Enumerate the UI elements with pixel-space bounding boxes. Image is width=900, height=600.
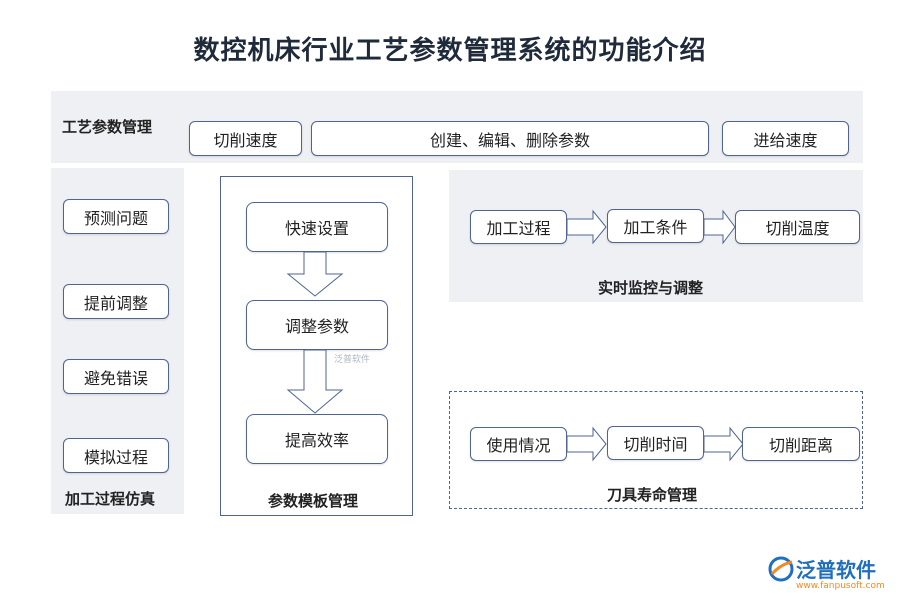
- right-arrow-4: [703, 426, 744, 462]
- sim-predict-problems: 预测问题: [63, 199, 169, 234]
- right-arrow-2: [703, 209, 736, 245]
- monitor-step-temperature: 切削温度: [735, 210, 860, 244]
- watermark-text: 泛普软件: [334, 355, 371, 365]
- sim-simulate-process: 模拟过程: [63, 438, 169, 473]
- template-step-quick-setup: 快速设置: [246, 202, 388, 252]
- brand-logo-name: 泛普软件: [796, 558, 876, 582]
- param-create-edit-delete: 创建、编辑、删除参数: [311, 121, 709, 156]
- monitoring-label: 实时监控与调整: [598, 279, 704, 297]
- monitor-step-process: 加工过程: [470, 210, 567, 244]
- template-step-improve-efficiency: 提高效率: [246, 414, 388, 464]
- right-arrow-1: [566, 209, 607, 245]
- page-title: 数控机床行业工艺参数管理系统的功能介绍: [193, 36, 707, 66]
- template-label: 参数模板管理: [268, 492, 359, 510]
- process-params-label: 工艺参数管理: [62, 118, 153, 136]
- right-arrow-3: [566, 426, 607, 462]
- brand-logo-url: www.fanpusoft.com: [796, 581, 885, 591]
- param-cutting-speed: 切削速度: [189, 121, 302, 156]
- monitor-step-conditions: 加工条件: [607, 209, 704, 243]
- template-step-adjust-params: 调整参数: [246, 300, 388, 350]
- tool-life-panel: [449, 391, 863, 509]
- tool-step-usage: 使用情况: [470, 427, 567, 461]
- sim-adjust-early: 提前调整: [63, 284, 169, 319]
- tool-step-cutting-time: 切削时间: [607, 426, 704, 460]
- simulation-label: 加工过程仿真: [65, 490, 156, 508]
- tool-step-cutting-distance: 切削距离: [742, 427, 860, 461]
- param-feed-speed: 进给速度: [722, 121, 849, 156]
- down-arrow-1: [286, 251, 344, 297]
- brand-logo: 泛普软件 www.fanpusoft.com: [768, 552, 896, 598]
- tool-life-label: 刀具寿命管理: [607, 486, 698, 504]
- down-arrow-2: [286, 349, 344, 414]
- sim-avoid-errors: 避免错误: [63, 359, 169, 394]
- watermark-logo: 泛普软件: [334, 352, 370, 365]
- brand-logo-icon: [768, 556, 794, 582]
